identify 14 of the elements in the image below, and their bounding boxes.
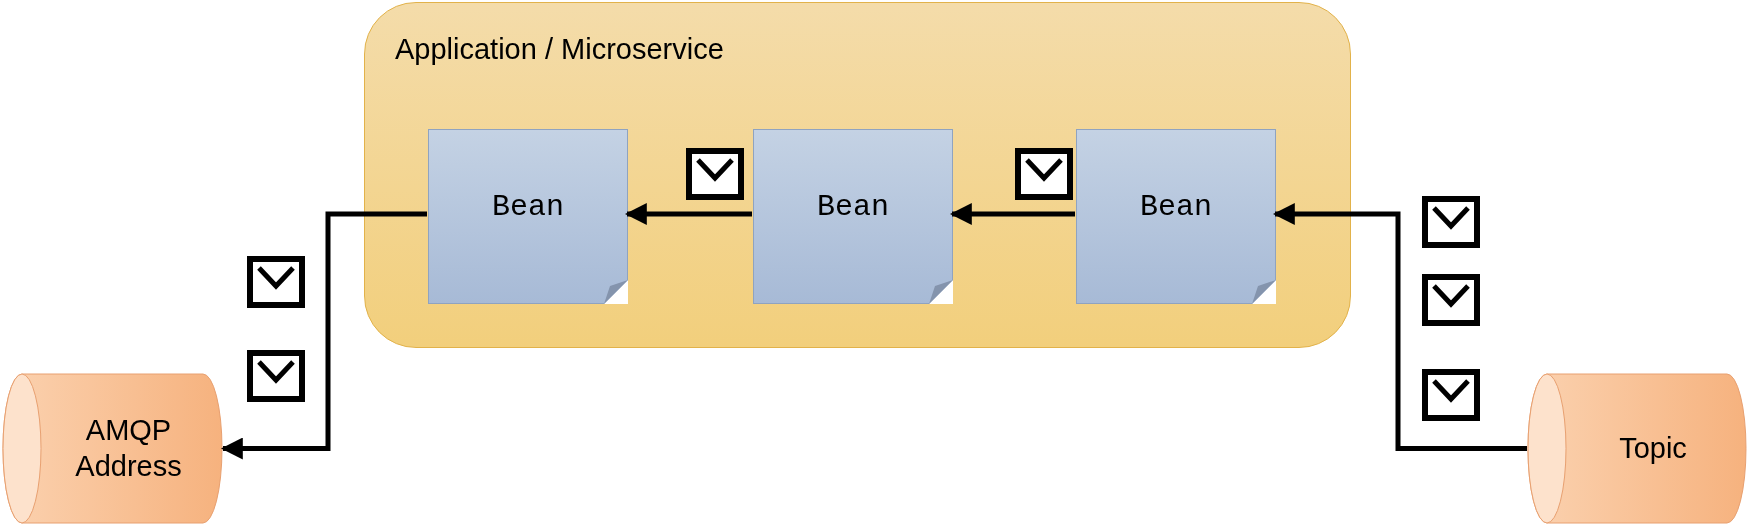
arrow (220, 211, 427, 460)
container-title: Application / Microservice (395, 33, 724, 66)
bean-label: Bean (817, 189, 889, 224)
bean-note (428, 129, 628, 304)
arrow (949, 203, 1075, 225)
bean-note (753, 129, 953, 304)
bean-note (1076, 129, 1276, 304)
queue-label: Topic (1619, 430, 1687, 466)
arrow (1272, 203, 1527, 451)
arrow (624, 203, 752, 225)
bean-label: Bean (1140, 189, 1212, 224)
bean-label: Bean (492, 189, 564, 224)
queue-label: AMQP Address (74, 413, 183, 484)
application-container (364, 2, 1351, 348)
